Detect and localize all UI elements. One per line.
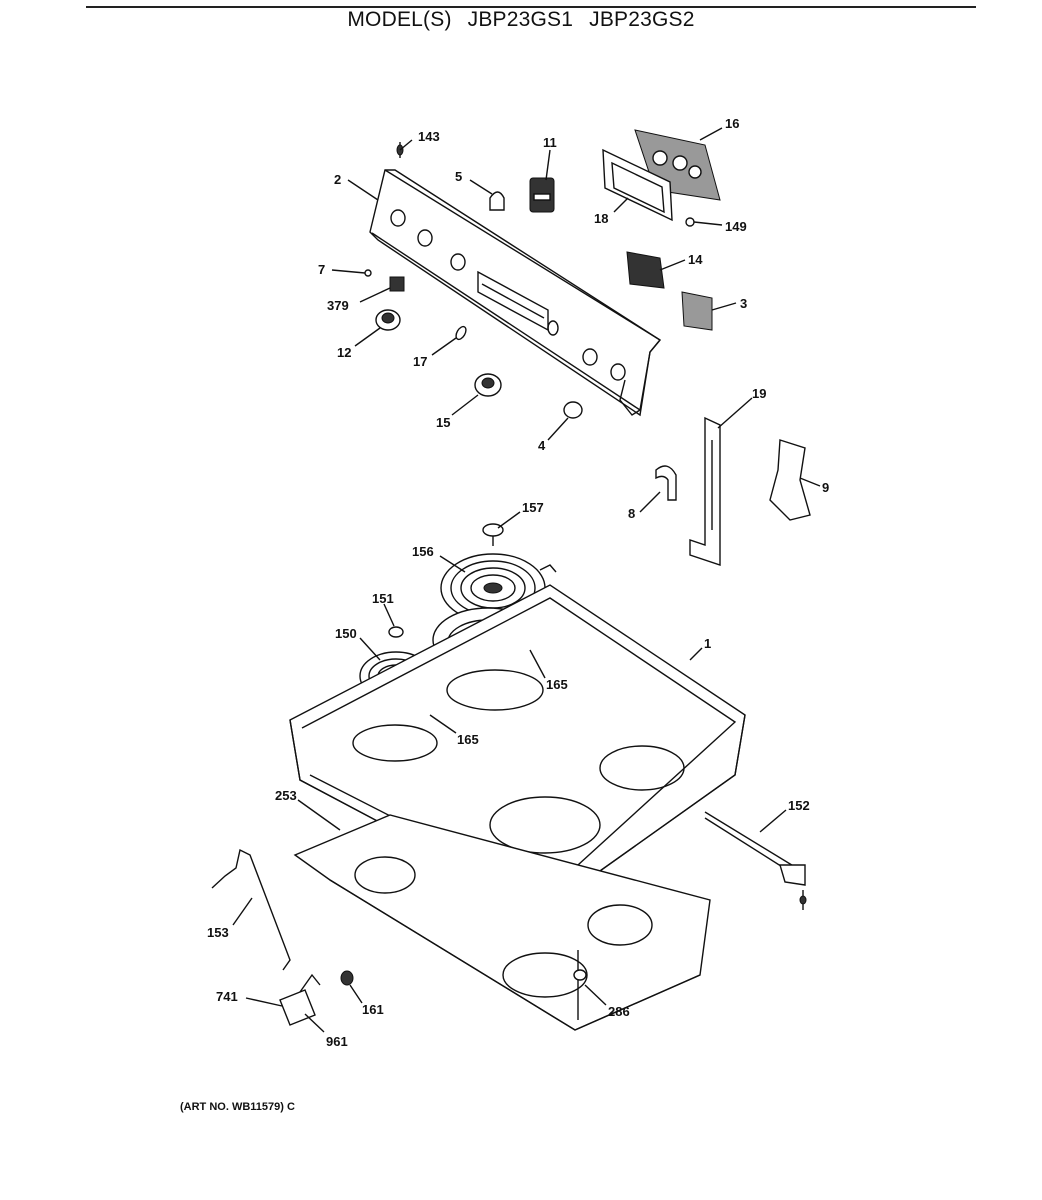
knob-151: [388, 626, 404, 638]
callout-741: 741: [216, 989, 238, 1004]
callout-labels: 143 2 5 11 16 18 149 14 3 7 379 12 17 15…: [207, 116, 829, 1049]
callout-12: 12: [337, 345, 351, 360]
hinge-9: [769, 439, 811, 521]
callout-253: 253: [275, 788, 297, 803]
knob-4: [563, 401, 583, 419]
clip-161: [340, 970, 354, 986]
callout-2: 2: [334, 172, 341, 187]
callout-19: 19: [752, 386, 766, 401]
art-number: (ART NO. WB11579) C: [180, 1101, 295, 1113]
switch-11: [529, 177, 555, 213]
bracket-19: [689, 416, 721, 566]
rod-152: [704, 811, 807, 910]
callout-286: 286: [608, 1004, 630, 1019]
screw-286: [573, 950, 587, 1020]
spring-379: [389, 276, 405, 292]
callout-18: 18: [594, 211, 608, 226]
pin-7: [364, 269, 372, 277]
model-title: MODEL(S) JBP23GS1 JBP23GS2: [0, 8, 1042, 32]
callout-152: 152: [788, 798, 810, 813]
knob-15: [474, 373, 502, 397]
callout-1: 1: [704, 636, 711, 651]
rod-153: [211, 848, 291, 971]
knob-12: [375, 309, 401, 331]
model-prefix: MODEL(S): [347, 8, 452, 31]
callout-7: 7: [318, 262, 325, 277]
callout-11: 11: [543, 135, 557, 150]
model-number-2: JBP23GS2: [589, 8, 695, 31]
callout-14: 14: [688, 252, 703, 267]
callout-165-upper: 165: [546, 677, 568, 692]
burner-box: [293, 814, 711, 1031]
callout-8: 8: [628, 506, 635, 521]
control-panel: [369, 169, 662, 417]
callout-153: 153: [207, 925, 229, 940]
switch-14: [626, 251, 665, 289]
top-rule: [86, 6, 976, 8]
callout-156: 156: [412, 544, 434, 559]
callout-161: 161: [362, 1002, 384, 1017]
nut-149: [685, 217, 695, 227]
callout-5: 5: [455, 169, 462, 184]
overlay-18: [602, 148, 673, 222]
callout-17: 17: [413, 354, 427, 369]
callout-143: 143: [418, 129, 440, 144]
lamp-17: [455, 325, 467, 341]
callout-3: 3: [740, 296, 747, 311]
callout-165-lower: 165: [457, 732, 479, 747]
callout-157: 157: [522, 500, 544, 515]
callout-961: 961: [326, 1034, 348, 1049]
callout-379: 379: [327, 298, 349, 313]
switch-3: [681, 291, 713, 331]
callout-149: 149: [725, 219, 747, 234]
hinge-8: [655, 465, 677, 501]
callout-151: 151: [372, 591, 394, 606]
callout-9: 9: [822, 480, 829, 495]
callout-15: 15: [436, 415, 450, 430]
clip-5: [489, 191, 505, 211]
terminal-block-741: [279, 973, 321, 1026]
callout-4: 4: [538, 438, 546, 453]
callout-16: 16: [725, 116, 739, 131]
knob-157: [482, 523, 504, 546]
model-number-1: JBP23GS1: [467, 8, 574, 31]
callout-150: 150: [335, 626, 357, 641]
leader-lines: [232, 127, 821, 1033]
